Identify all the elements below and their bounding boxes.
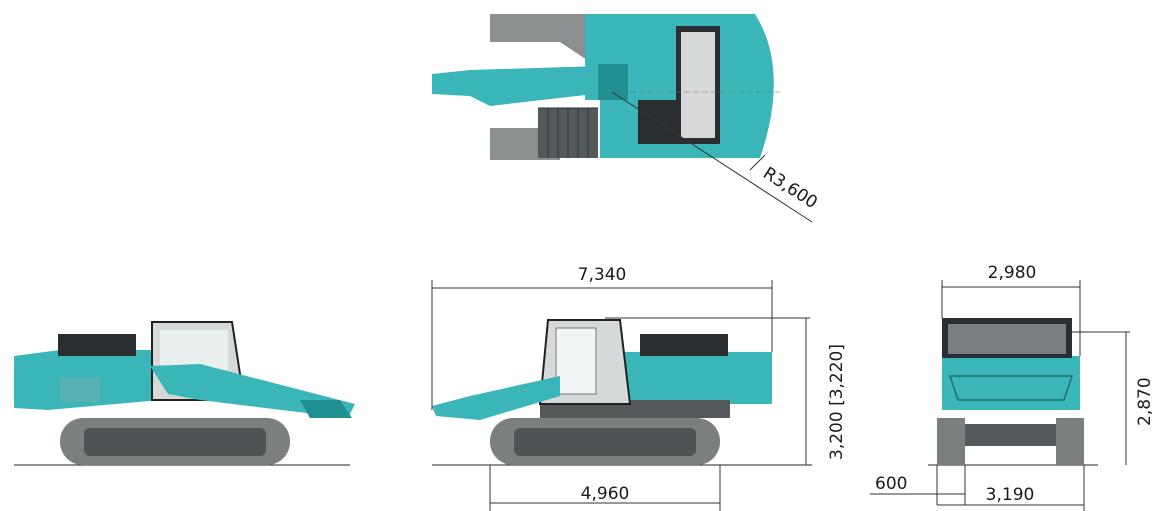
rear-view-gauge: 3,190	[986, 485, 1035, 505]
top-view-boom-foot	[598, 64, 628, 100]
center-view-house	[620, 352, 772, 404]
rear-view-width: 2,980	[988, 263, 1037, 283]
left-view-house	[14, 350, 160, 410]
top-view-tank	[638, 100, 676, 144]
top-view-upper-track	[490, 14, 615, 62]
rear-view-undercarriage	[965, 424, 1056, 446]
top-view-arm	[432, 66, 612, 106]
center-view-height: 3,200 [3,220]	[827, 344, 847, 460]
rear-view-shoe-width: 600	[875, 474, 907, 494]
rear-view-counterweight	[942, 356, 1080, 410]
rear-view-right-track	[1056, 418, 1084, 465]
top-view-radius-line	[611, 91, 813, 223]
center-view-tumbler-distance: 4,960	[581, 484, 630, 504]
center-view-boom	[432, 376, 560, 420]
center-side-view: 7,340 4,960 3,200 [3,220]	[431, 265, 847, 511]
left-view-attachment	[300, 400, 352, 418]
center-view-engine-hood	[640, 334, 728, 356]
top-view-radius-label: R3,600	[759, 163, 821, 213]
center-view-overall-length: 7,340	[578, 265, 627, 285]
rear-view: 2,980 2,870 600 3,190	[870, 263, 1153, 511]
left-side-view	[14, 321, 355, 466]
top-view-engine-detail	[681, 32, 715, 138]
top-view: R3,600	[432, 14, 821, 223]
rear-view-height: 2,870	[1135, 377, 1153, 426]
rear-view-left-track	[937, 418, 965, 465]
left-view-engine-hood	[58, 334, 136, 356]
